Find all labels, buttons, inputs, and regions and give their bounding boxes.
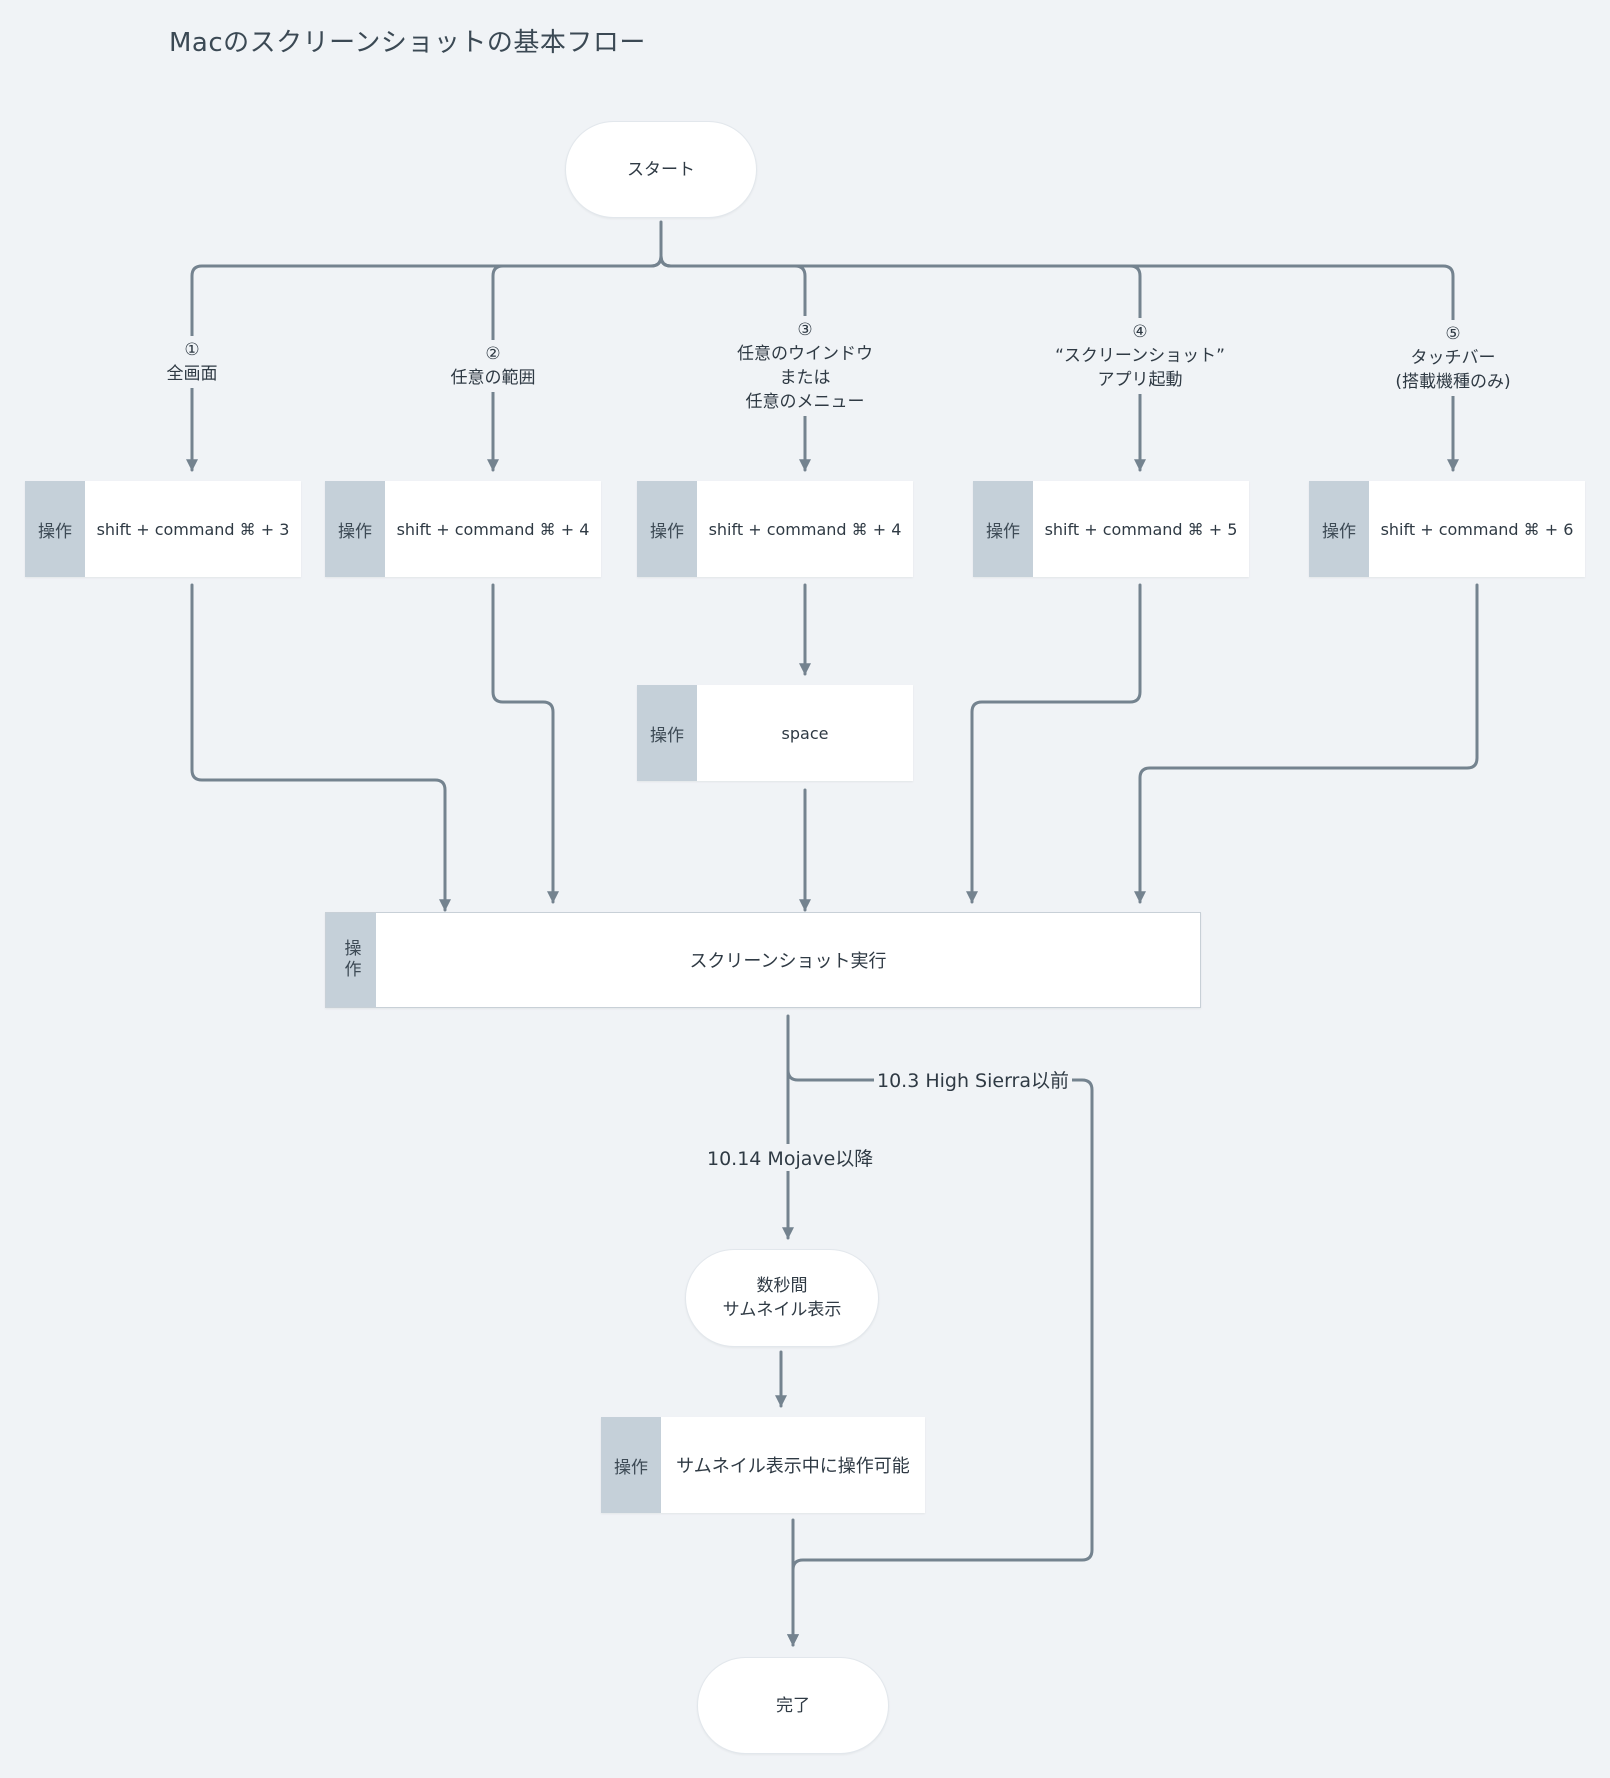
connector-branch-5-to-execute bbox=[1134, 583, 1479, 904]
operation-tag: 操作 bbox=[637, 685, 697, 781]
operation-tag: 操作 bbox=[637, 481, 697, 577]
operation-tag: 操作 bbox=[25, 481, 85, 577]
branch-label-2: ② 任意の範囲 bbox=[423, 340, 563, 392]
thumbnail-node: 数秒間 サムネイル表示 bbox=[685, 1249, 879, 1347]
branch-label-5: ⑤ タッチバー (搭載機種のみ) bbox=[1373, 320, 1533, 396]
connector-branch-2-to-execute bbox=[491, 583, 559, 904]
operation-tag: 操作 bbox=[973, 481, 1033, 577]
branch-label-4: ④ “スクリーンショット” アプリ起動 bbox=[1040, 318, 1240, 394]
operation-tag: 操作 bbox=[326, 913, 376, 1007]
operation-execute: 操作 スクリーンショット実行 bbox=[325, 912, 1201, 1008]
operation-key: スクリーンショット実行 bbox=[689, 951, 887, 972]
operation-key: shift + command ⌘ + 5 bbox=[1044, 519, 1238, 539]
operation-key: space bbox=[781, 723, 829, 743]
end-node: 完了 bbox=[697, 1657, 889, 1754]
operation-key: サムネイル表示中に操作可能 bbox=[676, 1456, 910, 1477]
connector-to-branch-2 bbox=[487, 254, 663, 472]
diagram-title: Macのスクリーンショットの基本フロー bbox=[169, 28, 646, 58]
operation-branch-1: 操作 shift + command ⌘ + 3 bbox=[25, 481, 301, 577]
operation-branch-5: 操作 shift + command ⌘ + 6 bbox=[1309, 481, 1585, 577]
operation-key: shift + command ⌘ + 4 bbox=[708, 519, 902, 539]
operation-space: 操作 space bbox=[637, 685, 913, 781]
operation-branch-2: 操作 shift + command ⌘ + 4 bbox=[325, 481, 601, 577]
edge-label-mojave: 10.14 Mojave以降 bbox=[704, 1144, 877, 1171]
edge-label-high-sierra: 10.3 High Sierra以前 bbox=[874, 1066, 1073, 1093]
branch-label-3: ③ 任意のウインドウ または 任意のメニュー bbox=[715, 316, 895, 416]
operation-key: shift + command ⌘ + 6 bbox=[1380, 519, 1574, 539]
operation-key: shift + command ⌘ + 4 bbox=[396, 519, 590, 539]
operation-branch-4: 操作 shift + command ⌘ + 5 bbox=[973, 481, 1249, 577]
connector-branch-4-to-execute bbox=[966, 583, 1142, 904]
connector-execute-to-end-direct bbox=[786, 1068, 1094, 1647]
connector-to-branch-5 bbox=[659, 254, 1459, 472]
connector-branch-1-to-execute bbox=[190, 583, 451, 912]
operation-tag: 操作 bbox=[601, 1417, 661, 1513]
operation-tag: 操作 bbox=[325, 481, 385, 577]
start-node: スタート bbox=[565, 121, 757, 218]
operation-branch-3: 操作 shift + command ⌘ + 4 bbox=[637, 481, 913, 577]
branch-label-1: ① 全画面 bbox=[132, 336, 252, 388]
operation-thumbnail: 操作 サムネイル表示中に操作可能 bbox=[601, 1417, 925, 1513]
operation-tag: 操作 bbox=[1309, 481, 1369, 577]
operation-key: shift + command ⌘ + 3 bbox=[96, 519, 290, 539]
